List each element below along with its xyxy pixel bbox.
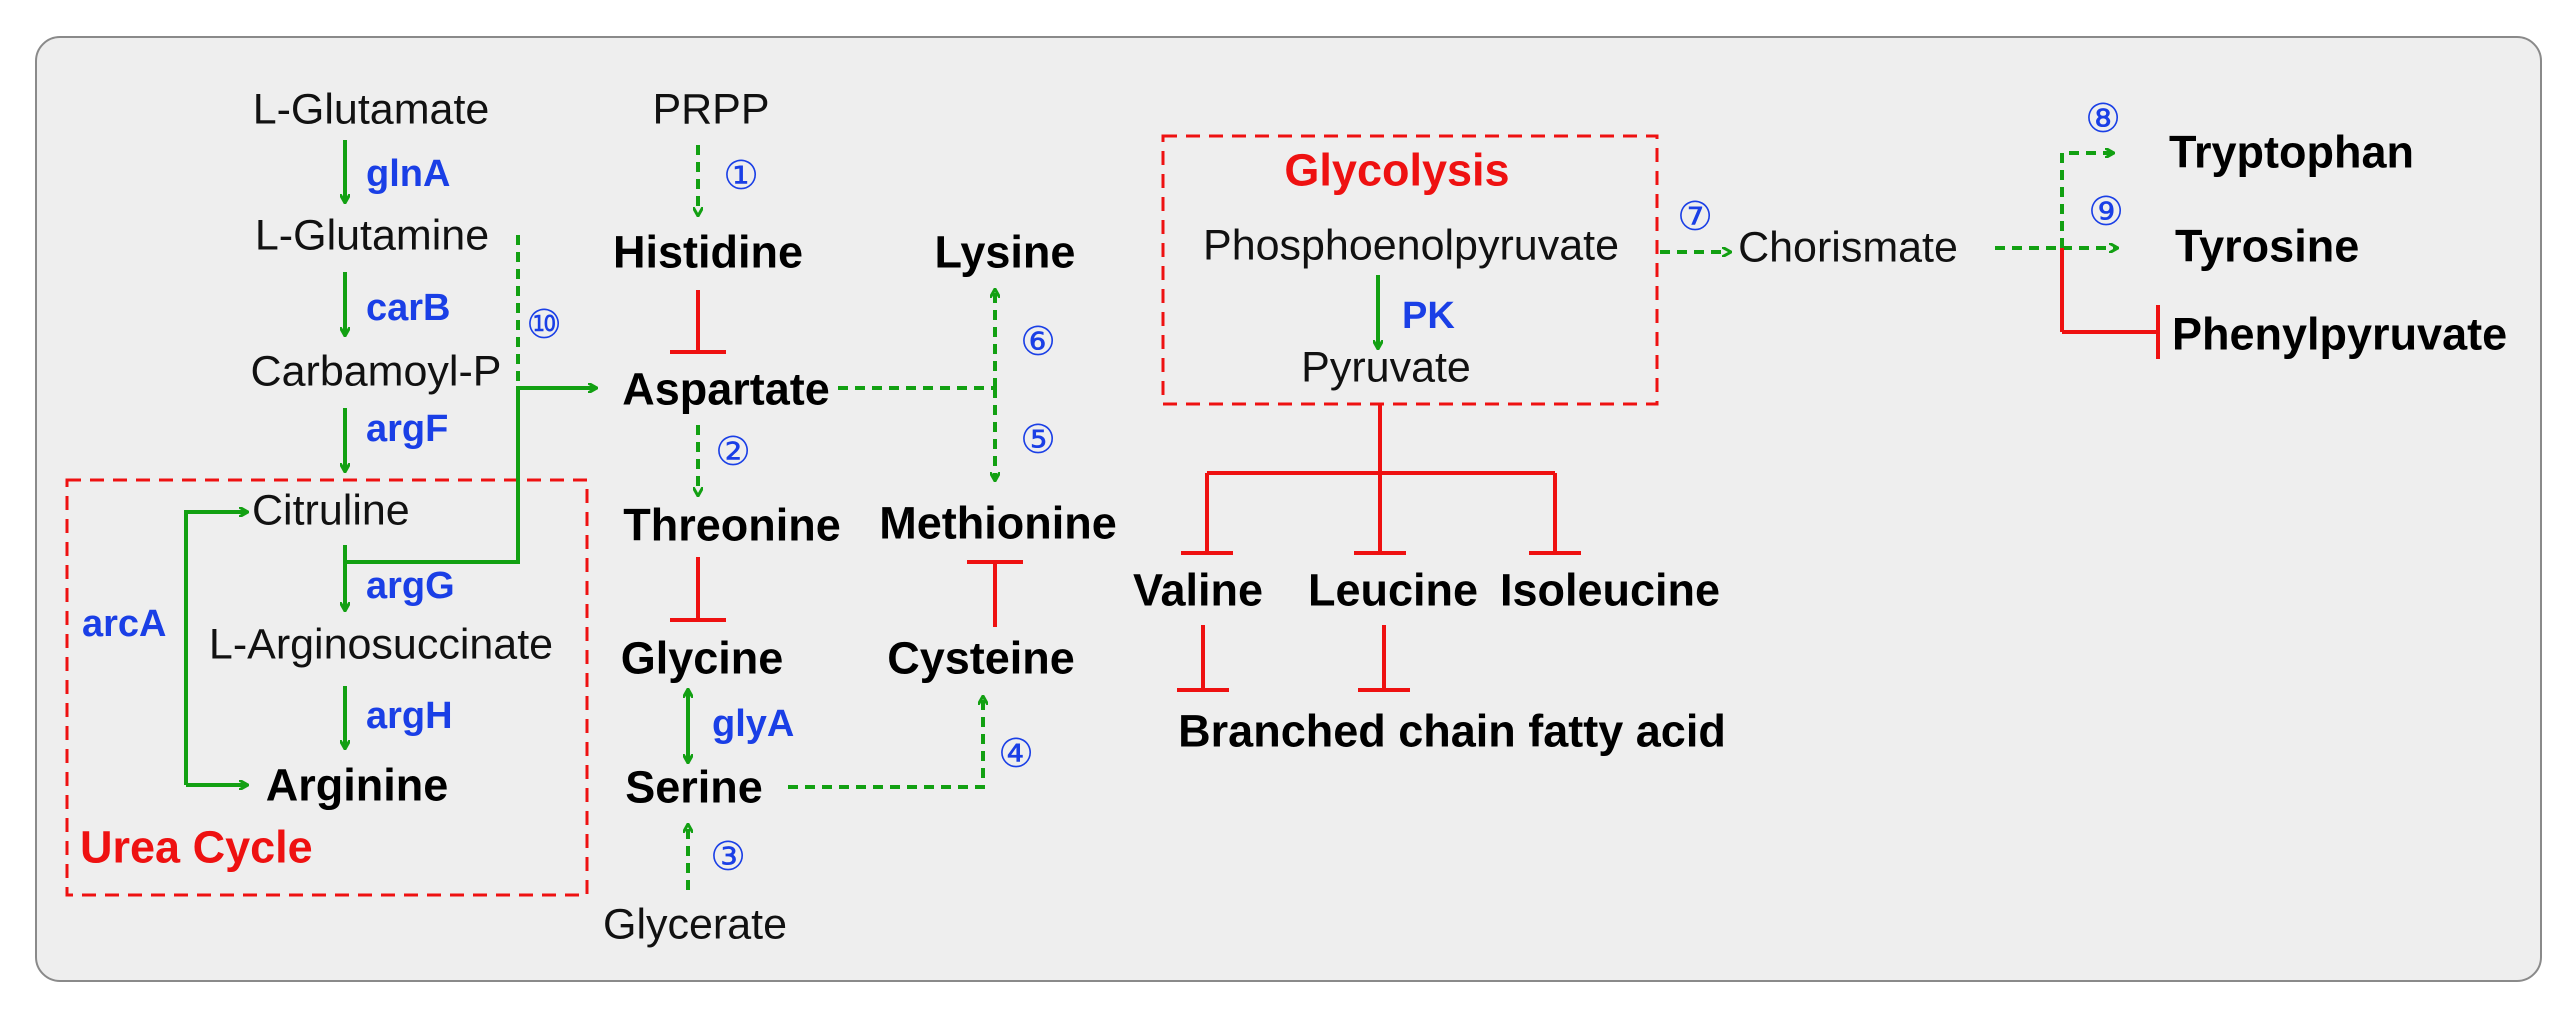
arrow-to-tryptophan [2060, 153, 2113, 248]
metabolite-tryptophan: Tryptophan [2169, 126, 2414, 178]
metabolite-pyruvate: Pyruvate [1301, 343, 1471, 392]
metabolite-arginine: Arginine [265, 759, 449, 811]
metabolite-isoleucine: Isoleucine [1499, 564, 1721, 616]
metabolite-threonine: Threonine [623, 499, 841, 551]
metabolite-chorismate: Chorismate [1738, 223, 1958, 272]
metabolite-cysteine: Cysteine [887, 632, 1075, 684]
arrow-arca-loop-top [184, 512, 247, 785]
enzyme-argf: argF [366, 408, 449, 450]
metabolite-glycine: Glycine [620, 632, 784, 684]
metabolite-lysine: Lysine [934, 226, 1076, 278]
urea-cycle-label: Urea Cycle [80, 821, 313, 873]
metabolite-phenylpyruvate: Phenylpyruvate [2172, 308, 2508, 360]
metabolite-phosphoenolpyruvate: Phosphoenolpyruvate [1203, 221, 1619, 270]
metabolite-l-glutamine: L-Glutamine [254, 211, 490, 260]
metabolite-l-arginosuccinate: L-Arginosuccinate [208, 620, 554, 669]
glycolysis-label: Glycolysis [1284, 144, 1510, 196]
step-number-10: ⑩ [526, 303, 562, 347]
step-number-9: ⑨ [2088, 190, 2124, 234]
metabolite-methionine: Methionine [879, 497, 1117, 549]
enzyme-glna: glnA [366, 153, 451, 195]
enzyme-argg: argG [366, 565, 455, 607]
step-number-1: ① [723, 154, 759, 198]
enzyme-glya: glyA [712, 703, 795, 745]
glycolysis-box [1161, 134, 1659, 406]
step-number-5: ⑤ [1020, 418, 1056, 462]
metabolite-histidine: Histidine [612, 226, 804, 278]
enzyme-argh: argH [366, 695, 453, 737]
step-number-4: ④ [998, 732, 1034, 776]
step-number-7: ⑦ [1677, 195, 1713, 239]
metabolite-prpp: PRPP [652, 85, 770, 134]
metabolite-valine: Valine [1132, 564, 1264, 616]
metabolite-serine: Serine [625, 761, 763, 813]
step-number-6: ⑥ [1020, 320, 1056, 364]
metabolite-carbamoyl-p: Carbamoyl-P [250, 347, 502, 396]
step-number-2: ② [715, 430, 751, 474]
background-panel [35, 36, 2542, 982]
metabolite-leucine: Leucine [1307, 564, 1479, 616]
metabolite-branched-chain-fatty-acid: Branched chain fatty acid [1178, 705, 1726, 757]
metabolite-aspartate: Aspartate [622, 363, 830, 415]
metabolite-citruline: Citruline [252, 486, 410, 535]
urea-cycle-box [65, 478, 589, 897]
metabolite-glycerate: Glycerate [602, 900, 788, 949]
enzyme-carb: carB [366, 287, 451, 329]
metabolite-l-glutamate: L-Glutamate [252, 85, 490, 134]
enzyme-pk: PK [1402, 295, 1455, 337]
metabolite-tyrosine: Tyrosine [2175, 220, 2360, 272]
arrow-serine-cysteine [788, 697, 983, 789]
enzyme-arca: arcA [82, 603, 167, 645]
step-number-3: ③ [710, 835, 746, 879]
step-number-8: ⑧ [2085, 97, 2121, 141]
arrow-argg-aspartate [345, 388, 596, 564]
